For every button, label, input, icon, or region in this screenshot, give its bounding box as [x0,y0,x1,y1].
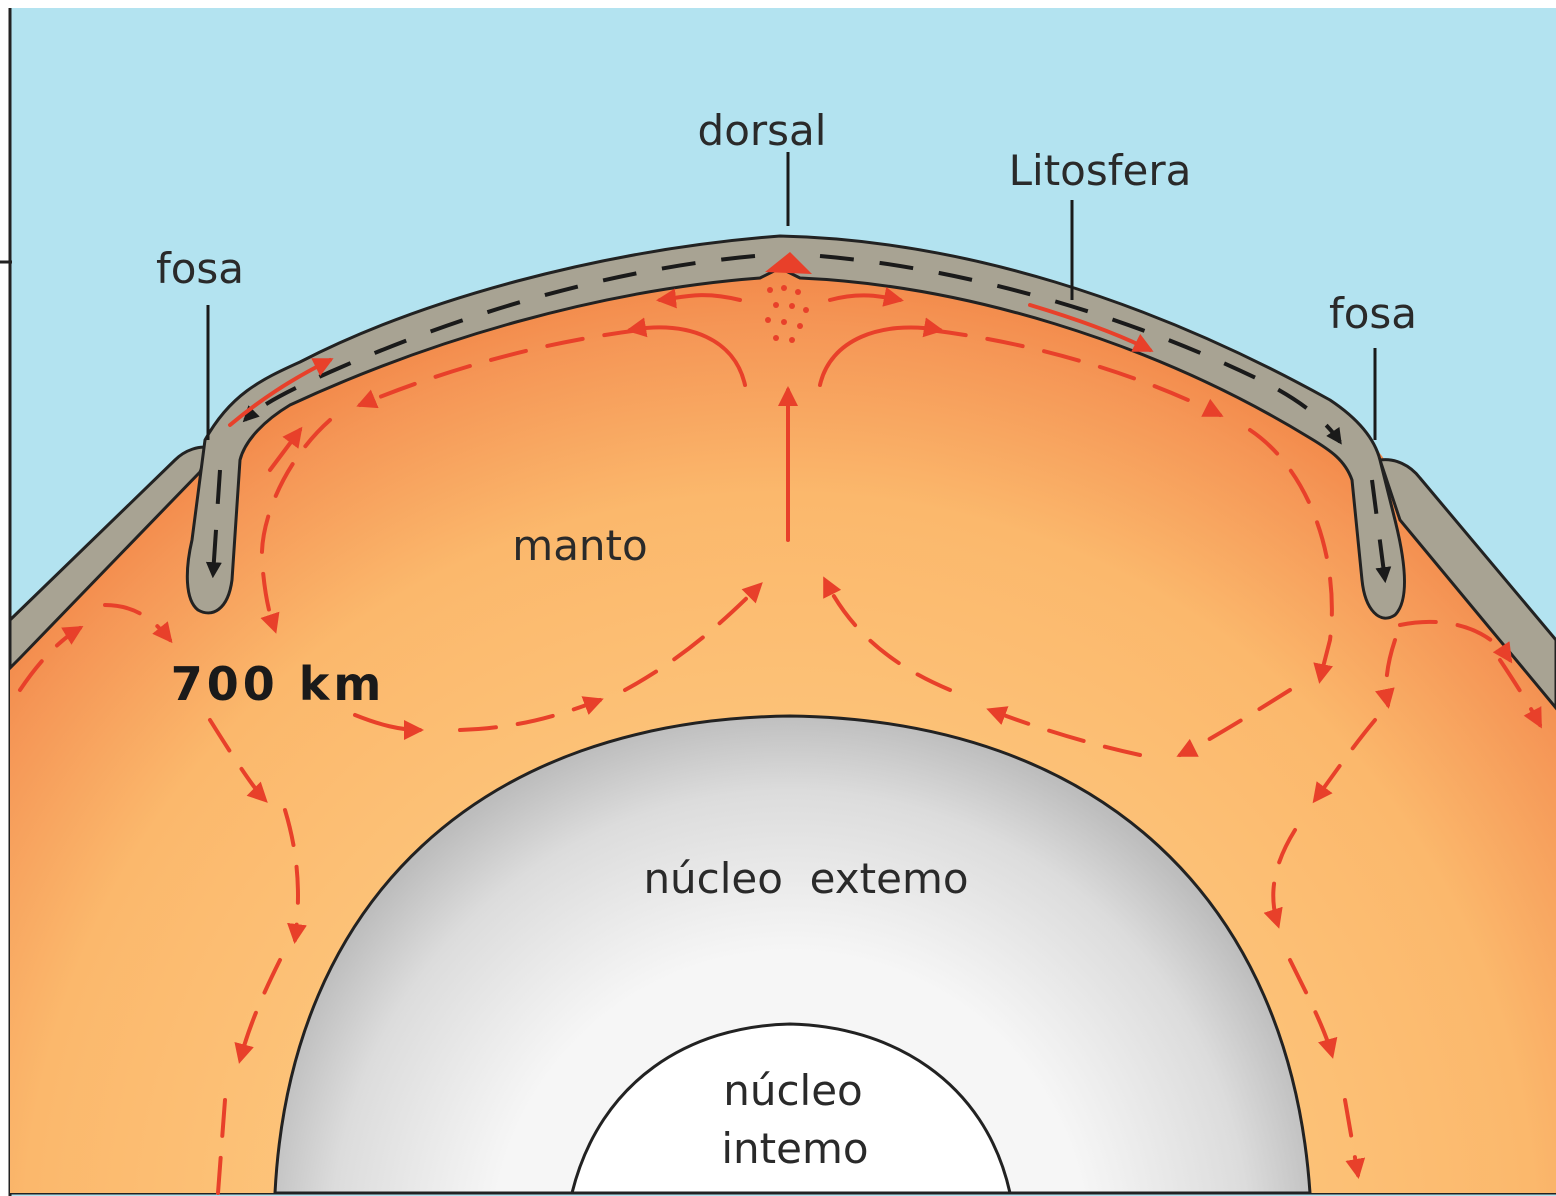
label-fosa-right: fosa [1329,289,1417,338]
label-fosa-left: fosa [156,244,244,293]
label-dorsal: dorsal [698,106,827,155]
label-700-km: 700 km [171,657,386,711]
label-nucleo-interno-line1: núcleo [723,1066,863,1115]
label-manto: manto [512,521,647,570]
label-litosfera: Litosfera [1009,146,1192,195]
label-nucleo-interno-line2: intemo [721,1124,868,1173]
label-nucleo-externo: núcleo extemo [643,854,968,903]
